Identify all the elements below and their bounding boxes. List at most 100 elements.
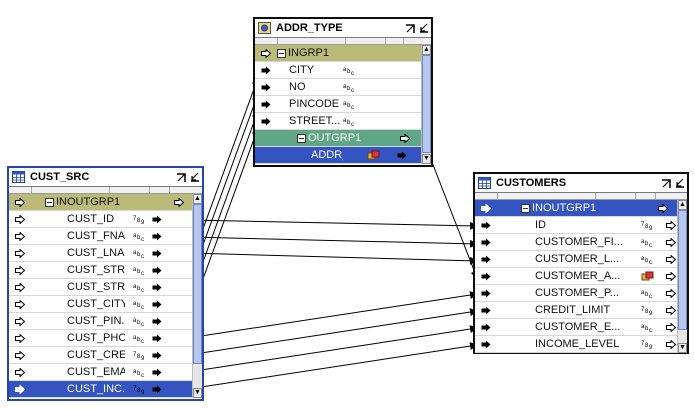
svg-text:8: 8 — [137, 354, 141, 360]
group-row-outgrp1[interactable]: OUTGRP1 — [255, 130, 431, 147]
operator-title-bar[interactable]: ADDR_TYPE — [255, 19, 431, 38]
attribute-row[interactable]: CUST_LNA...abc — [9, 245, 202, 262]
svg-text:c: c — [141, 373, 144, 377]
output-port-icon — [665, 305, 677, 315]
svg-text:a: a — [133, 301, 137, 307]
output-port-icon — [665, 237, 677, 247]
collapse-icon[interactable] — [45, 197, 54, 207]
expand-icon[interactable] — [405, 23, 416, 34]
scroll-down-icon[interactable]: ▼ — [678, 343, 687, 353]
group-row-inoutgrp1[interactable]: INOUTGRP1 — [9, 194, 202, 211]
collapse-icon[interactable] — [277, 48, 286, 58]
attribute-row[interactable]: CUST_PHO...abc — [9, 330, 202, 347]
scroll-thumb[interactable] — [678, 210, 687, 330]
svg-text:7: 7 — [133, 386, 137, 392]
svg-text:c: c — [649, 294, 652, 298]
scroll-up-icon[interactable]: ▲ — [678, 200, 687, 210]
svg-text:c: c — [141, 271, 144, 275]
input-arrow-icon — [475, 323, 497, 332]
attribute-row[interactable]: CUST_STR...abc — [9, 279, 202, 296]
vertical-scrollbar[interactable]: ▲▼ — [192, 194, 202, 398]
collapse-icon[interactable] — [297, 133, 306, 143]
svg-text:8: 8 — [645, 224, 649, 230]
output-arrow-icon — [151, 266, 163, 275]
output-port-icon — [657, 203, 669, 213]
svg-text:8: 8 — [645, 343, 649, 349]
svg-text:b: b — [645, 258, 649, 264]
collapse-icon[interactable] — [521, 203, 530, 213]
output-port-icon — [665, 322, 677, 332]
svg-text:b: b — [645, 292, 649, 298]
scroll-up-icon[interactable]: ▲ — [193, 194, 202, 204]
svg-text:c: c — [351, 71, 354, 75]
attribute-row[interactable]: CUST_EMAILabc — [9, 364, 202, 381]
expand-icon[interactable] — [176, 172, 187, 183]
input-arrow-icon — [261, 83, 271, 91]
svg-text:7: 7 — [133, 216, 137, 222]
svg-text:b: b — [347, 69, 351, 75]
minimize-icon[interactable] — [674, 178, 685, 189]
vertical-scrollbar[interactable]: ▲ ▼ — [421, 45, 431, 164]
operator-cust-src[interactable]: CUST_SRC INOUTGRP1 CUST_ID789CUST_FNA...… — [7, 166, 204, 401]
svg-text:b: b — [137, 371, 141, 377]
scroll-thumb[interactable] — [193, 204, 202, 364]
operator-title-bar[interactable]: CUST_SRC — [9, 168, 202, 187]
attribute-row[interactable]: CUSTOMER_A... — [475, 268, 687, 285]
operator-title: CUST_SRC — [30, 171, 90, 183]
attribute-row[interactable]: CUST_STR...abc — [9, 262, 202, 279]
svg-text:c: c — [351, 122, 354, 126]
svg-text:a: a — [133, 284, 137, 290]
input-port-icon — [9, 299, 31, 309]
svg-text:a: a — [343, 67, 347, 73]
input-port-icon — [9, 231, 31, 241]
expand-icon[interactable] — [661, 178, 672, 189]
group-row-ingrp1[interactable]: INGRP1 — [255, 45, 431, 62]
svg-text:a: a — [641, 324, 645, 330]
attribute-row-addr-t[interactable]: ADDR_T... — [255, 147, 431, 164]
output-arrow-icon — [151, 249, 163, 258]
column-header — [475, 193, 687, 200]
scroll-down-icon[interactable]: ▼ — [422, 154, 431, 164]
attribute-row[interactable]: CUST_FNA...abc — [9, 228, 202, 245]
vertical-scrollbar[interactable]: ▲▼ — [677, 200, 687, 353]
attribute-row[interactable]: CUST_CRE...789 — [9, 347, 202, 364]
svg-text:7: 7 — [133, 352, 137, 358]
minimize-icon[interactable] — [189, 172, 200, 183]
attribute-name: CUST_FNA... — [67, 230, 125, 242]
attribute-name: STREET... — [289, 115, 341, 127]
minimize-icon[interactable] — [418, 23, 429, 34]
input-port-icon — [9, 248, 31, 258]
operator-title-bar[interactable]: CUSTOMERS — [475, 174, 687, 193]
scroll-up-icon[interactable]: ▲ — [422, 45, 431, 55]
object-type-icon — [343, 150, 395, 160]
output-port-icon — [665, 288, 677, 298]
group-row-inoutgrp1[interactable]: INOUTGRP1 — [475, 200, 687, 217]
scroll-thumb[interactable] — [422, 55, 431, 153]
svg-text:b: b — [347, 103, 351, 109]
attribute-name: CUST_LNA... — [67, 247, 125, 259]
scroll-down-icon[interactable]: ▼ — [193, 388, 202, 398]
